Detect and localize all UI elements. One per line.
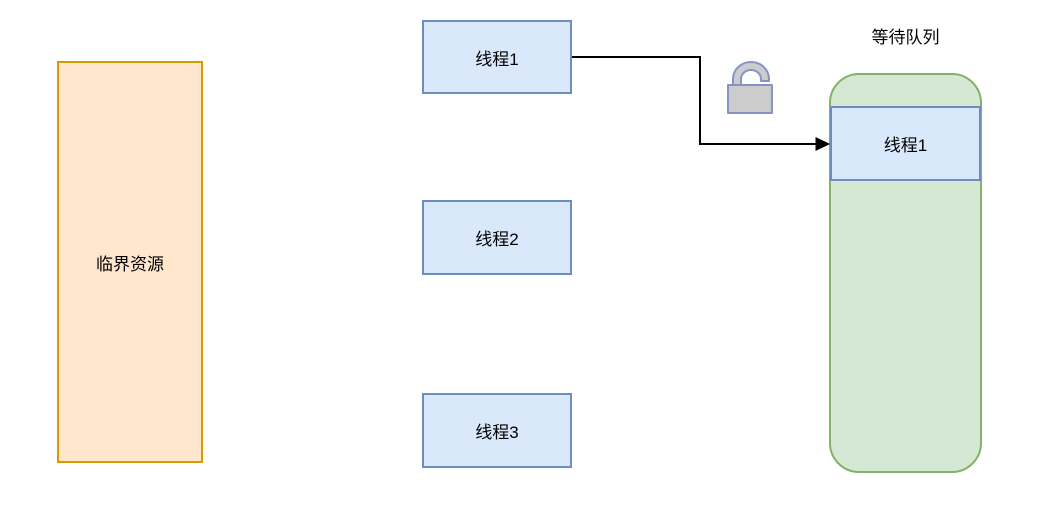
critical-resource-box: 临界资源: [57, 61, 203, 463]
waiting-queue-title-label: 等待队列: [871, 27, 940, 47]
thread2-label: 线程2: [475, 230, 519, 249]
thread1-box: 线程1: [422, 20, 572, 94]
waiting-queue-item-thread1: 线程1: [830, 106, 981, 181]
arrow-thread1-to-queue: [572, 56, 831, 151]
thread2-box: 线程2: [422, 200, 572, 275]
waiting-queue-title: 等待队列: [829, 22, 982, 48]
unlock-shackle: [732, 61, 770, 87]
arrow-head: [815, 137, 831, 151]
thread1-label: 线程1: [475, 49, 519, 69]
thread3-label: 线程3: [475, 423, 519, 442]
unlock-body: [727, 84, 773, 114]
critical-resource-label: 临界资源: [96, 254, 164, 274]
thread3-box: 线程3: [422, 393, 572, 468]
unlock-icon: [727, 61, 773, 114]
arrow-line: [572, 56, 816, 145]
waiting-queue-item-label: 线程1: [883, 136, 928, 155]
